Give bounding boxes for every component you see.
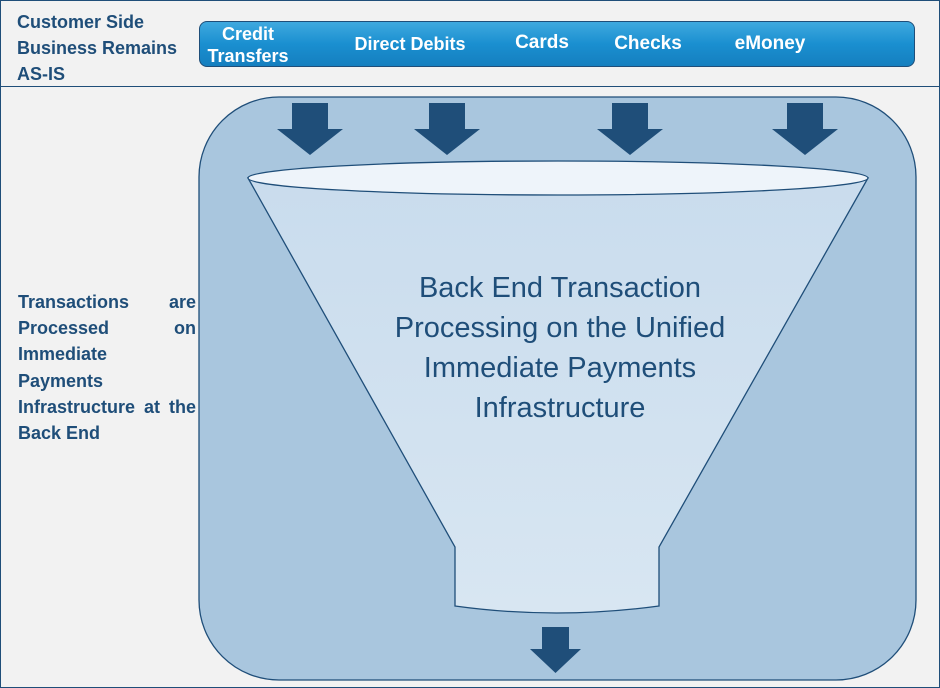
customer-side-label: Customer Side Business Remains AS-IS xyxy=(17,12,178,84)
payment-types-bar: Credit Transfers Direct Debits Cards Che… xyxy=(199,21,915,67)
tab-cards[interactable]: Cards xyxy=(515,32,569,53)
funnel-rim xyxy=(247,160,869,196)
arrow-down-icon xyxy=(597,103,663,155)
processing-note-label: Transactions are Processed on Immediate … xyxy=(18,292,196,444)
output-arrow-down-icon xyxy=(530,627,581,673)
tab-checks[interactable]: Checks xyxy=(614,33,682,54)
arrow-down-icon xyxy=(277,103,343,155)
funnel-body xyxy=(246,177,870,614)
tab-credit-transfers[interactable]: Credit Transfers xyxy=(207,24,289,66)
tab-emoney[interactable]: eMoney xyxy=(734,33,806,54)
arrow-down-icon xyxy=(414,103,480,155)
arrow-down-icon xyxy=(772,103,838,155)
input-arrows xyxy=(277,103,838,155)
funnel-label: Back End Transaction Processing on the U… xyxy=(394,272,726,424)
header-divider xyxy=(0,86,940,87)
tab-direct-debits[interactable]: Direct Debits xyxy=(354,34,466,54)
